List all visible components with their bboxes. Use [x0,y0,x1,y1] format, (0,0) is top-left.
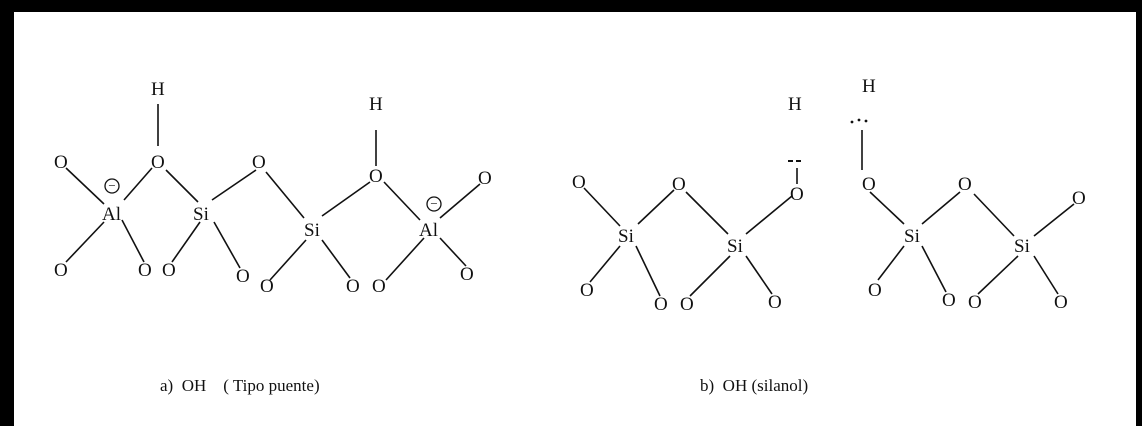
oxygen-atom: O [252,152,266,173]
oxygen-atom: O [680,294,694,315]
bond [321,181,371,217]
silicon-atom: Si [904,226,920,247]
bond [65,167,105,205]
oxygen-atom: O [1072,188,1086,209]
silicon-atom: Si [193,204,209,225]
bond [877,245,905,281]
bond [973,193,1015,237]
oxygen-atom: O [478,168,492,189]
bond [121,219,145,263]
svg-text:−: − [430,196,437,211]
oxygen-atom: O [942,290,956,311]
oxygen-atom: O [346,276,360,297]
bond [269,239,307,281]
bond [685,191,729,235]
oxygen-atom: O [790,184,804,205]
bond [921,191,961,225]
hydrogen-atom: H [862,76,876,97]
oxygen-atom: O [151,152,165,173]
frame-top-border [0,0,1142,12]
bond [439,237,467,267]
bond [977,255,1019,295]
oxygen-atom: O [868,280,882,301]
silicon-atom: Si [1014,236,1030,257]
lone-pair-marker [796,160,801,162]
bond [689,255,731,297]
aluminum-atom: Al [102,204,121,225]
oxygen-atom: O [862,174,876,195]
bond [123,167,153,201]
bond [65,221,105,263]
oxygen-atom: O [768,292,782,313]
oxygen-atom: O [54,260,68,281]
oxygen-atom: O [236,266,250,287]
bond [745,255,773,295]
bond [265,171,305,219]
bond [321,239,351,279]
lone-pair-marker [788,160,793,162]
oxygen-atom: O [580,280,594,301]
bond [637,189,675,225]
oxygen-atom: O [968,292,982,313]
oxygen-atom: O [54,152,68,173]
bond [211,169,257,201]
bond [383,181,421,221]
frame-left-border [0,0,14,426]
bond [165,169,199,203]
oxygen-atom: O [654,294,668,315]
bond [385,237,425,281]
oxygen-atom: O [460,264,474,285]
bond [745,195,793,235]
negative-charge-icon: − [426,196,442,212]
caption-panel-b: b) OH (silanol) [700,376,808,395]
aluminum-atom: Al [419,220,438,241]
oxygen-atom: O [369,166,383,187]
oxygen-atom: O [1054,292,1068,313]
bond [171,221,201,263]
hydrogen-atom: H [369,94,383,115]
lone-pair-marker [850,120,854,124]
oxygen-atom: O [572,172,586,193]
silicon-atom: Si [727,236,743,257]
panel-a-structure: H H O O O O O O O O O O O O O Al Si Si A… [54,79,492,395]
panel-b-structure: H H O O O O O O O O O O O O O O Si Si Si… [572,76,1086,395]
silicon-atom: Si [304,220,320,241]
oxygen-atom: O [162,260,176,281]
bond [213,221,241,269]
negative-charge-icon: − [104,178,120,194]
oxygen-atom: O [672,174,686,195]
lone-pair-marker [857,118,861,122]
bond [921,245,947,293]
oxygen-atom: O [138,260,152,281]
frame-right-border [1136,0,1142,426]
oxygen-atom: O [260,276,274,297]
oxygen-atom: O [372,276,386,297]
hydrogen-atom: H [151,79,165,100]
caption-panel-a: a) OH ( Tipo puente) [160,376,320,395]
bond [583,187,621,227]
svg-text:−: − [108,178,115,193]
oxygen-atom: O [958,174,972,195]
bond [589,245,621,283]
hydrogen-atom: H [788,94,802,115]
bond [869,191,905,225]
silicon-atom: Si [618,226,634,247]
bond [439,183,481,219]
bond [1033,203,1075,237]
bond [1033,255,1059,295]
lone-pair-marker [864,119,868,123]
bond [635,245,661,297]
